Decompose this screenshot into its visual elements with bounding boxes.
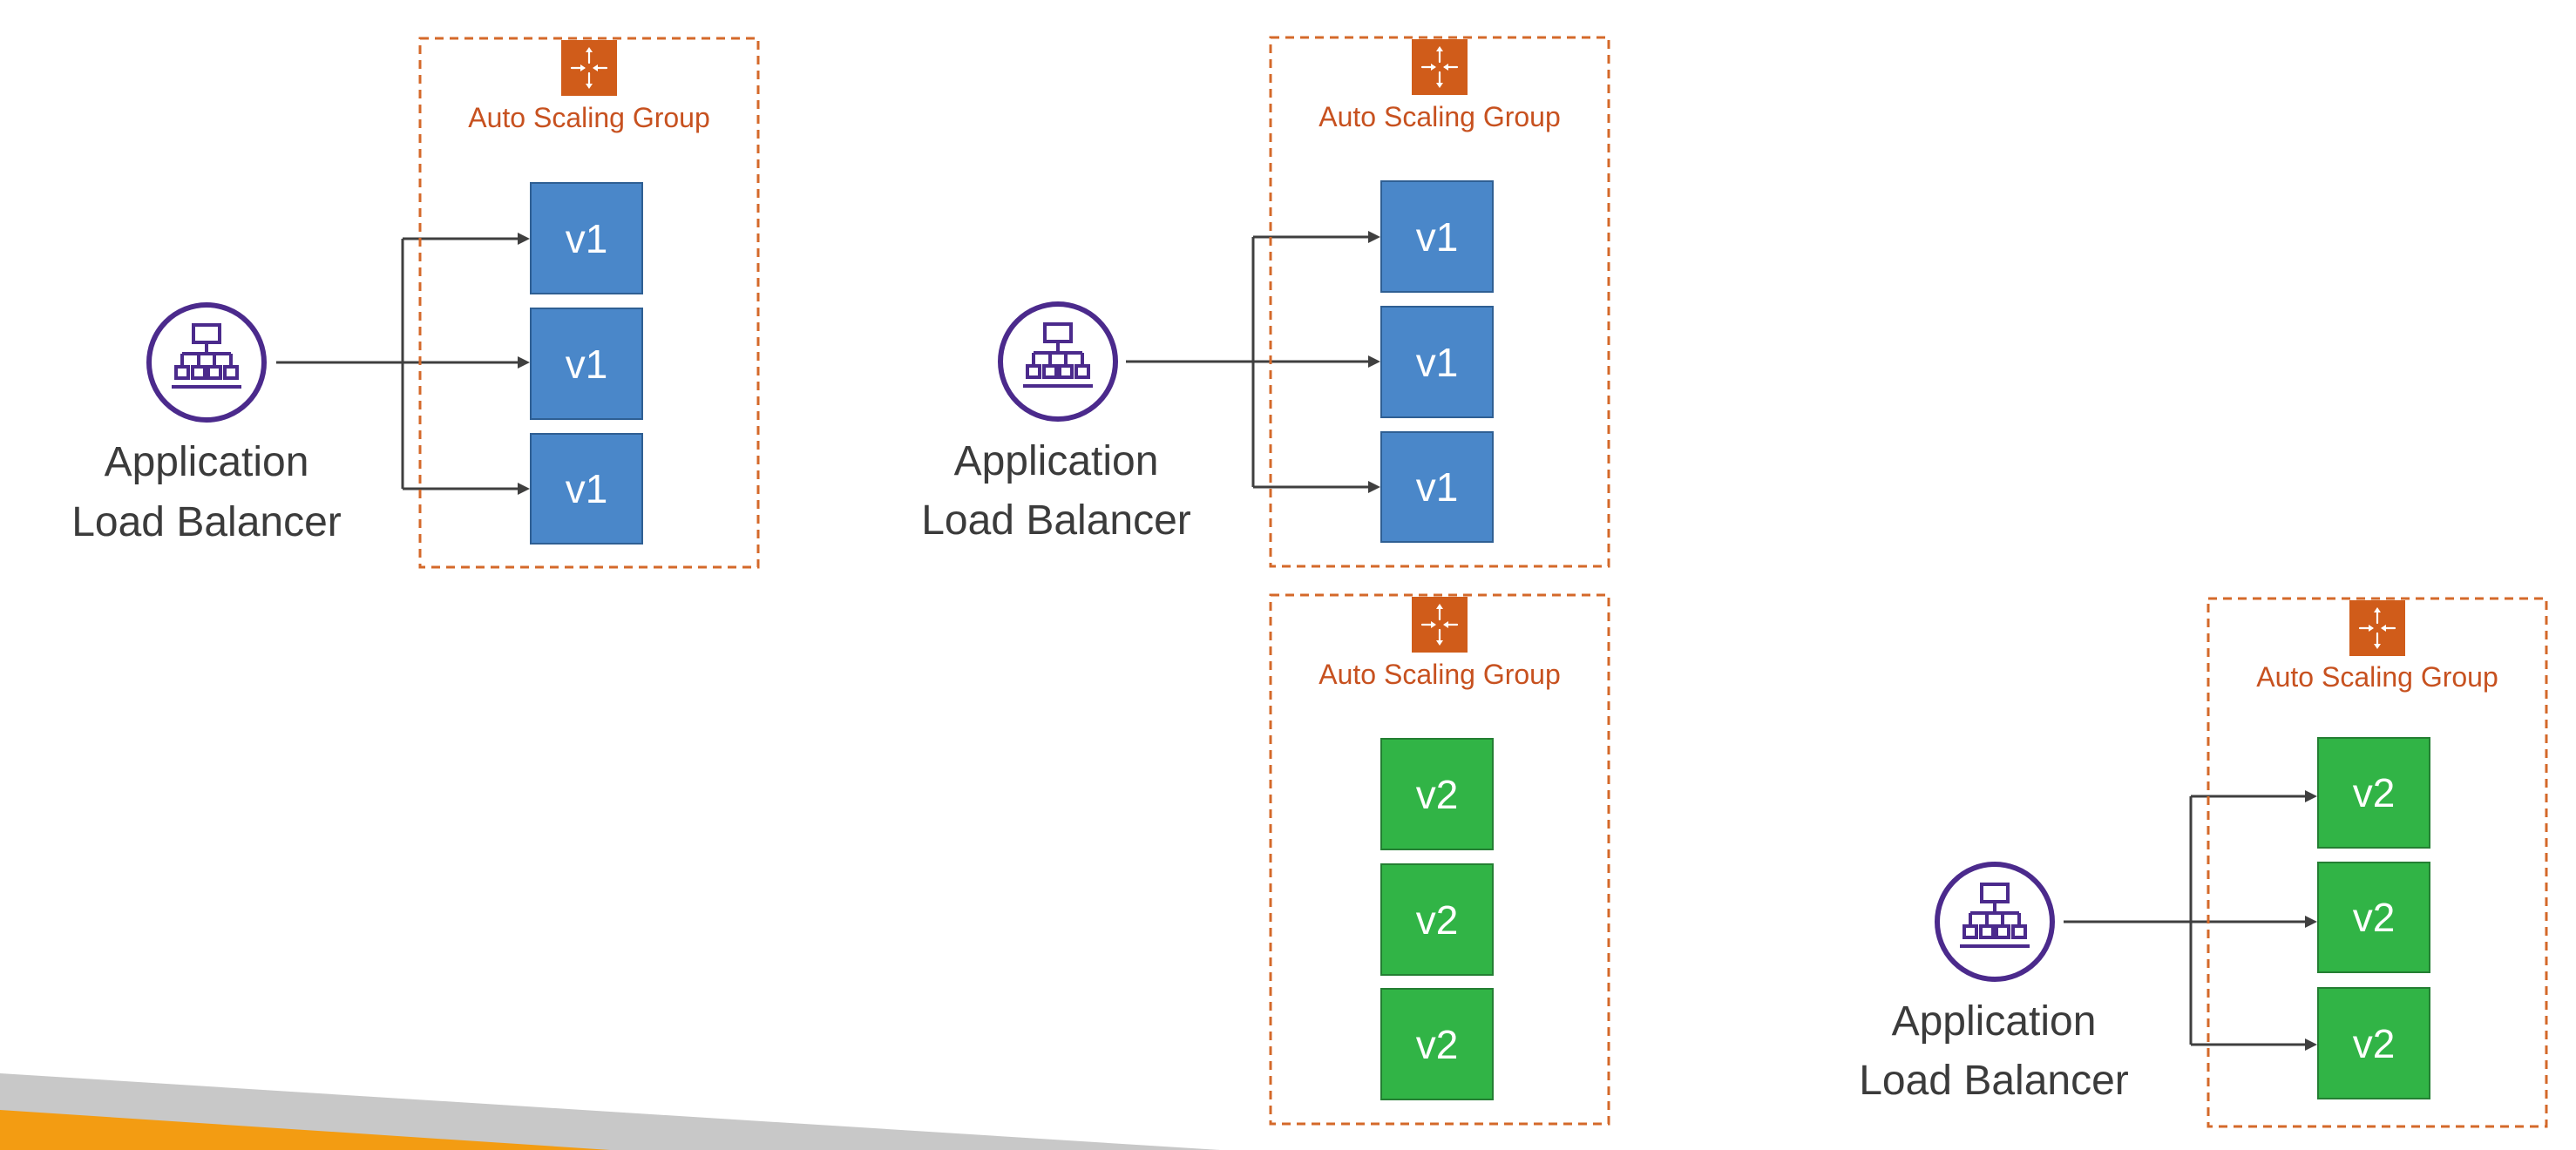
stage-2: Application Load Balancer Auto Scaling G… [921, 36, 1610, 1126]
instance-label: v2 [1416, 897, 1459, 943]
instance-label: v1 [566, 466, 608, 511]
instance-v1 [1380, 431, 1494, 543]
stage-2-connectors [1126, 231, 1380, 493]
instance-label: v1 [566, 342, 608, 387]
alb-label-line1: Application [105, 439, 309, 485]
instance-v2 [1380, 863, 1494, 976]
application-load-balancer-icon [1937, 864, 2052, 979]
asg-label: Auto Scaling Group [1319, 101, 1561, 132]
instance-v1 [530, 182, 643, 294]
stage-3-connectors [2064, 790, 2317, 1051]
arrow-head [1368, 481, 1380, 493]
arrow-head [518, 233, 530, 245]
instance-label: v2 [1416, 772, 1459, 817]
alb-label-line2: Load Balancer [1859, 1058, 2129, 1104]
auto-scaling-group-icon [1412, 39, 1468, 95]
instance-v1 [1380, 180, 1494, 293]
arrow-head [2305, 916, 2317, 928]
application-load-balancer-icon [1000, 304, 1115, 419]
asg-boundary [1269, 593, 1610, 1126]
instance-label: v2 [2353, 770, 2396, 815]
stage-2-asg-v2: Auto Scaling Group v2 v2 v2 [1269, 593, 1610, 1126]
arrow-head [2305, 790, 2317, 802]
auto-scaling-group-icon [2349, 600, 2405, 656]
alb-label-line1: Application [954, 438, 1159, 484]
asg-label: Auto Scaling Group [468, 102, 710, 133]
asg-boundary [418, 37, 760, 569]
instance-v1 [530, 308, 643, 420]
stage-2-load-balancer: Application Load Balancer [921, 304, 1191, 544]
arrow-head [518, 483, 530, 495]
instance-label: v1 [566, 216, 608, 261]
alb-label-line1: Application [1892, 998, 2097, 1045]
stage-3: Application Load Balancer Auto Scaling G… [1859, 597, 2548, 1128]
instance-v2 [1380, 738, 1494, 850]
asg-label: Auto Scaling Group [1319, 659, 1561, 690]
stage-1-load-balancer: Application Load Balancer [71, 305, 342, 545]
arrow-head [518, 356, 530, 369]
instance-v2 [2317, 987, 2430, 1099]
instance-v2 [1380, 988, 1494, 1100]
alb-label-line2: Load Balancer [71, 499, 342, 545]
stage-3-asg-v2: Auto Scaling Group v2 v2 v2 [2207, 597, 2548, 1128]
instance-v2 [2317, 862, 2430, 973]
asg-boundary [1269, 36, 1610, 568]
auto-scaling-group-icon [1412, 597, 1468, 653]
asg-boundary [2207, 597, 2548, 1128]
instance-label: v1 [1416, 214, 1459, 260]
stage-1-asg-v1: Auto Scaling Group v1 v1 v1 [418, 37, 760, 569]
instance-label: v2 [2353, 895, 2396, 940]
footer-orange-band [0, 1110, 610, 1150]
alb-label-line2: Load Balancer [921, 497, 1191, 544]
footer-decoration [0, 1073, 1220, 1150]
stage-1-connectors [276, 233, 530, 495]
arrow-head [1368, 355, 1380, 368]
stage-2-asg-v1: Auto Scaling Group v1 v1 v1 [1269, 36, 1610, 568]
instance-label: v1 [1416, 464, 1459, 510]
stage-1: Application Load Balancer Auto Scaling G… [71, 37, 760, 569]
asg-label: Auto Scaling Group [2256, 661, 2498, 693]
instance-label: v2 [1416, 1022, 1459, 1067]
auto-scaling-group-icon [561, 40, 617, 96]
instance-label: v1 [1416, 340, 1459, 385]
instance-v1 [530, 433, 643, 545]
instance-v2 [2317, 737, 2430, 849]
stage-3-load-balancer: Application Load Balancer [1859, 864, 2129, 1104]
application-load-balancer-icon [149, 305, 264, 420]
instance-v1 [1380, 306, 1494, 418]
instance-label: v2 [2353, 1021, 2396, 1066]
arrow-head [2305, 1038, 2317, 1051]
arrow-head [1368, 231, 1380, 243]
